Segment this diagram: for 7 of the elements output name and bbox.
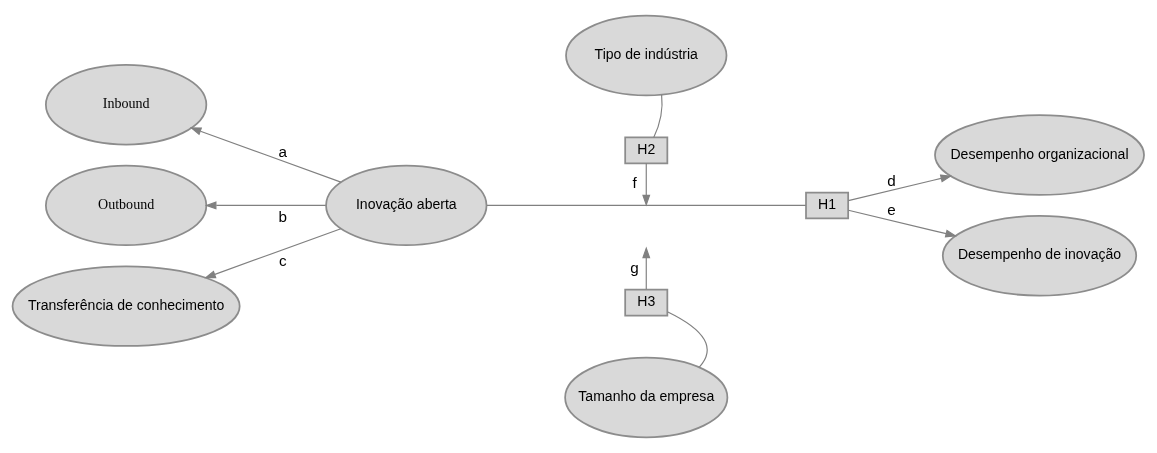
edge-label: d xyxy=(887,171,896,189)
edge-label: b xyxy=(278,208,287,226)
edge-label: a xyxy=(278,142,287,160)
edge-label: e xyxy=(887,201,896,219)
edge-label: c xyxy=(278,251,287,269)
edge-label: f xyxy=(632,174,637,192)
edge-label: g xyxy=(630,258,639,276)
